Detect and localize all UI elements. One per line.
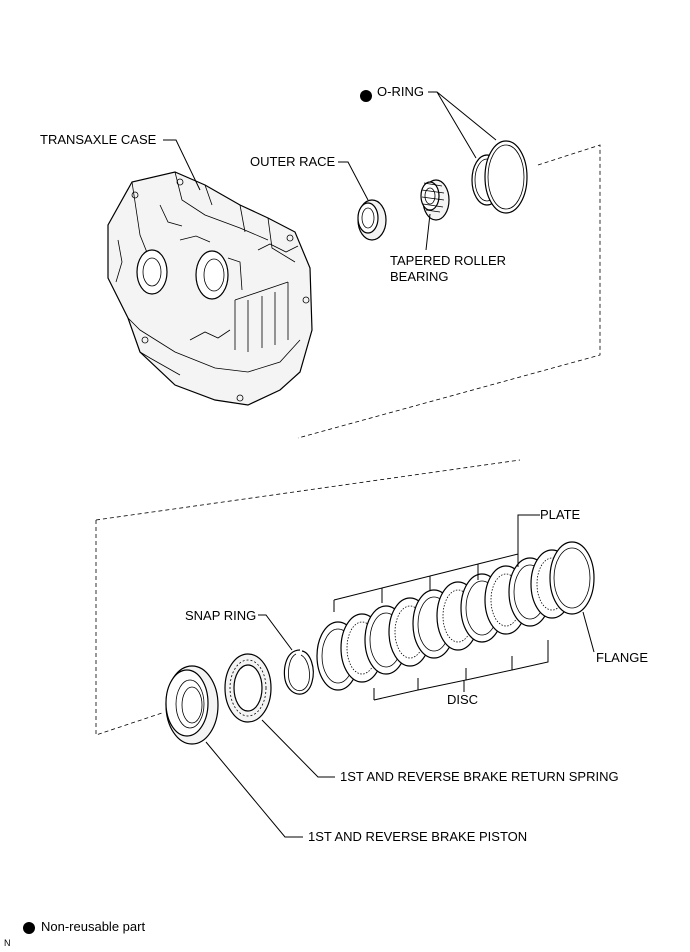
clutch-pack [316,541,595,691]
disc-leader [373,640,549,701]
snap-ring-label: SNAP RING [185,608,256,623]
bottom-dashed-frame-top [95,459,521,521]
outer-race-leader [338,161,369,201]
plate-label: PLATE [540,507,581,522]
disc-label: DISC [447,692,478,707]
tapered-roller-bearing [420,179,450,221]
plate-leader [333,514,540,612]
snap-ring [283,649,314,695]
flange-leader [582,611,595,653]
transaxle-case [107,171,313,406]
piston-leader [205,741,303,838]
return-spring-leader [261,719,335,778]
o-ring-label: O-RING [377,84,424,99]
brake-return-spring [224,653,272,723]
non-reusable-marker-icon [360,90,372,102]
legend-non-reusable: Non-reusable part [41,919,145,934]
bottom-dashed-frame [95,520,163,736]
brake-piston [165,665,219,745]
transaxle-case-leader [163,139,201,191]
o-ring-leader [428,91,497,159]
return-spring-label: 1ST AND REVERSE BRAKE RETURN SPRING [340,769,619,784]
piston-label: 1ST AND REVERSE BRAKE PISTON [308,829,527,844]
top-dashed-frame [297,144,601,439]
tapered-roller-bearing-label-line2: BEARING [390,269,449,284]
outer-race-label: OUTER RACE [250,154,336,169]
transaxle-case-label: TRANSAXLE CASE [40,132,157,147]
snap-ring-leader [258,614,293,651]
outer-race [357,199,387,241]
o-rings [471,140,528,214]
tapered-roller-bearing-label-line1: TAPERED ROLLER [390,253,506,268]
corner-mark: N [4,938,11,948]
filled-circle-icon [23,922,35,934]
flange-label: FLANGE [596,650,648,665]
tapered-roller-bearing-leader [425,213,431,251]
